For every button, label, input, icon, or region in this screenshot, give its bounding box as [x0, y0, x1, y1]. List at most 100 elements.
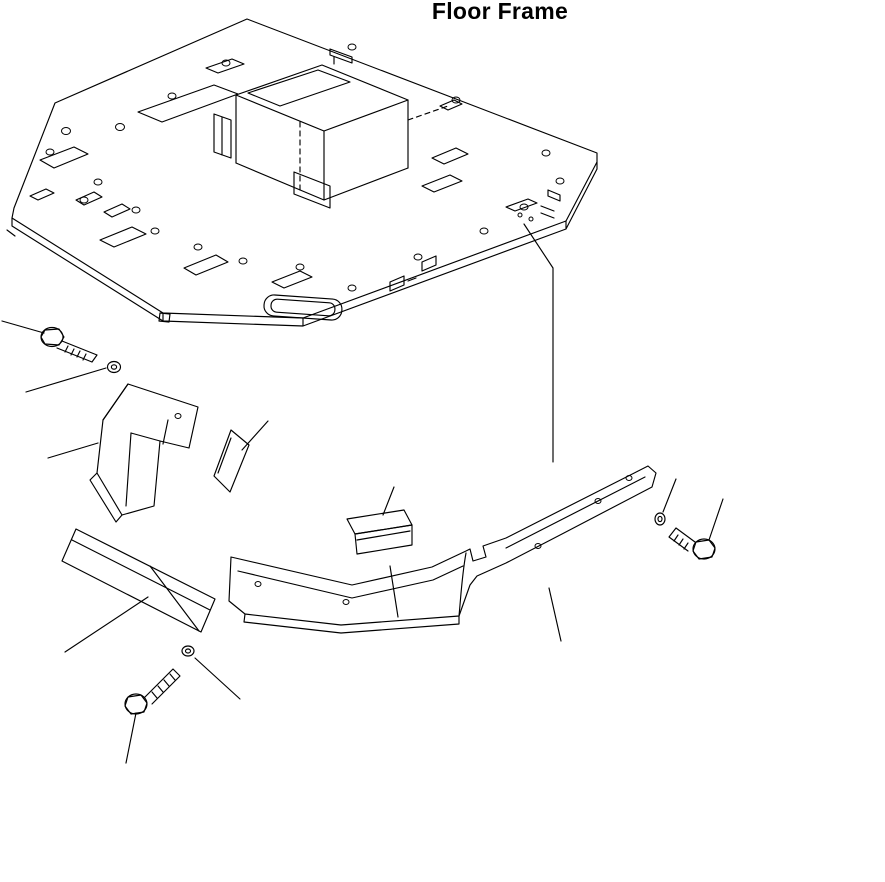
cover-hole: [254, 581, 262, 587]
bolt-hole: [61, 127, 71, 135]
leader-lines: [1, 223, 724, 764]
box-top-clip: [329, 48, 353, 65]
bolt-shank: [144, 668, 181, 705]
flat-washer-right: [654, 512, 666, 526]
leader-line: [523, 223, 554, 463]
shim-fold-line: [217, 437, 232, 474]
cover-hole: [594, 498, 602, 504]
bolt-hole: [238, 257, 248, 265]
washer-inner: [110, 364, 118, 370]
plate-cutouts: [29, 58, 469, 289]
bolt-hole: [45, 148, 55, 156]
bolt-threads: [151, 673, 176, 699]
bolt-hole: [79, 196, 89, 204]
edge-tick: [407, 277, 417, 282]
washer-inner: [184, 648, 192, 654]
bolt-hole: [347, 43, 357, 51]
latch-tab: [547, 189, 561, 202]
leader-line: [662, 478, 677, 513]
page-title: Floor Frame: [431, 0, 569, 24]
cutout: [137, 84, 239, 123]
cover-hole: [534, 543, 542, 549]
leader-line: [194, 657, 241, 700]
washer-outer: [106, 360, 122, 374]
shim-plate: [213, 429, 250, 493]
latch-lines: [540, 205, 555, 219]
bracket-fold-lines: [102, 383, 161, 507]
bolt-hole: [221, 59, 231, 67]
leader-line: [241, 420, 269, 451]
washer-inner: [657, 515, 663, 523]
cover-fold-line-right: [505, 476, 646, 549]
cover-bend-mark: [389, 565, 399, 618]
cutout: [421, 174, 463, 193]
latch-hole: [517, 212, 523, 218]
edge-step: [421, 255, 437, 272]
cover-outline: [228, 465, 657, 626]
bracket-hole: [174, 413, 182, 419]
washer-outer: [654, 512, 666, 526]
edge-step: [389, 275, 405, 292]
box-side-bracket: [213, 113, 232, 159]
bolt-shank: [56, 340, 98, 363]
cutout: [29, 188, 55, 201]
washer-outer: [181, 645, 195, 657]
angled-bracket: [89, 383, 199, 523]
plate-outline: [11, 18, 598, 319]
hex-bolt-bottom: [124, 668, 181, 715]
bolt-hole: [193, 243, 203, 251]
shim-outline: [213, 429, 250, 493]
cutout: [183, 254, 229, 276]
plate-thickness-edge: [11, 161, 598, 327]
leader-line: [47, 442, 99, 459]
hex-bolt-right: [668, 527, 716, 560]
bolt-hole: [451, 96, 461, 104]
cutout: [205, 58, 245, 74]
leader-line: [548, 587, 562, 642]
latch-plate: [505, 198, 538, 212]
floor-frame-plate: [6, 18, 598, 327]
plate-left-notch: [6, 229, 16, 237]
box-bottom-flap: [293, 171, 331, 209]
bracket-flange: [89, 472, 123, 523]
handle-outer: [263, 294, 343, 321]
bolt-hole: [150, 227, 160, 235]
panel-bend-line: [149, 565, 200, 632]
cutout: [439, 99, 463, 111]
flat-washer-upper-left: [106, 360, 122, 374]
plate-holes: [45, 43, 565, 292]
box-bottom-edges: [235, 162, 409, 201]
support-box: [346, 509, 413, 555]
edge-tab: [158, 312, 171, 323]
leader-line: [708, 498, 724, 541]
cover-fold-line-left: [237, 565, 464, 599]
bolt-hole: [295, 263, 305, 271]
panel-fold-line: [71, 539, 211, 611]
bolt-head-hex: [40, 328, 65, 346]
cover-hole: [625, 475, 633, 481]
bolt-hole: [519, 203, 529, 211]
bolt-hole: [131, 206, 141, 214]
bolt-hole: [555, 177, 565, 185]
handle-inner: [270, 298, 336, 317]
latch-hole: [528, 216, 534, 222]
support-box-front: [354, 524, 413, 555]
leader-line: [125, 712, 137, 764]
cutout: [103, 203, 131, 218]
cutout: [75, 191, 103, 206]
panel-outline: [61, 528, 216, 633]
bolt-hole: [115, 123, 125, 131]
bolt-hole: [479, 227, 489, 235]
bolt-hole: [167, 92, 177, 100]
bolt-threads: [64, 345, 87, 361]
cutout: [39, 146, 89, 169]
leader-line: [64, 596, 149, 653]
plate-handle: [263, 294, 343, 321]
bolt-hole: [347, 284, 357, 292]
cutout: [99, 226, 147, 248]
flat-washer-bottom: [181, 645, 195, 657]
plate-edge-steps: [158, 255, 437, 323]
bolt-head-hex: [692, 539, 716, 560]
